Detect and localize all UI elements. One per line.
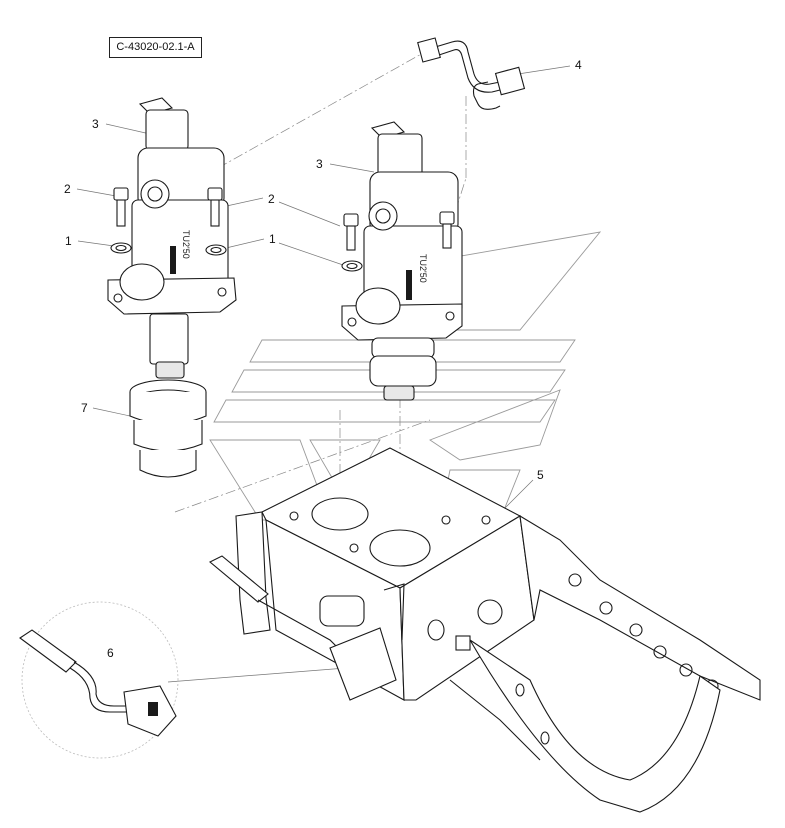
left-valve-assembly: TU2'50 [107,97,237,379]
drawing-code-box: C-43020-02.1-A [109,37,202,58]
callout-2-left: 2 [64,182,71,196]
pipe-assembly [417,37,526,110]
sensor-detail [19,601,179,759]
callout-1-right: 1 [269,232,276,246]
callout-4: 4 [575,58,582,72]
pedal-bracket [235,447,761,813]
right-valve-assembly: TU2'50 [341,121,463,401]
rubber-boot [129,379,207,478]
callout-3-left: 3 [92,117,99,131]
left-valve-label: TU2'50 [181,230,191,259]
left-fasteners [110,187,227,256]
right-valve-label: TU2'50 [418,254,428,283]
right-fasteners [341,211,455,272]
callout-3-right: 3 [316,157,323,171]
callout-7: 7 [81,401,88,415]
callout-1-left: 1 [65,234,72,248]
pedal-linkage [209,555,405,701]
callout-5: 5 [537,468,544,482]
callout-6: 6 [107,646,114,660]
callout-2-right: 2 [268,192,275,206]
